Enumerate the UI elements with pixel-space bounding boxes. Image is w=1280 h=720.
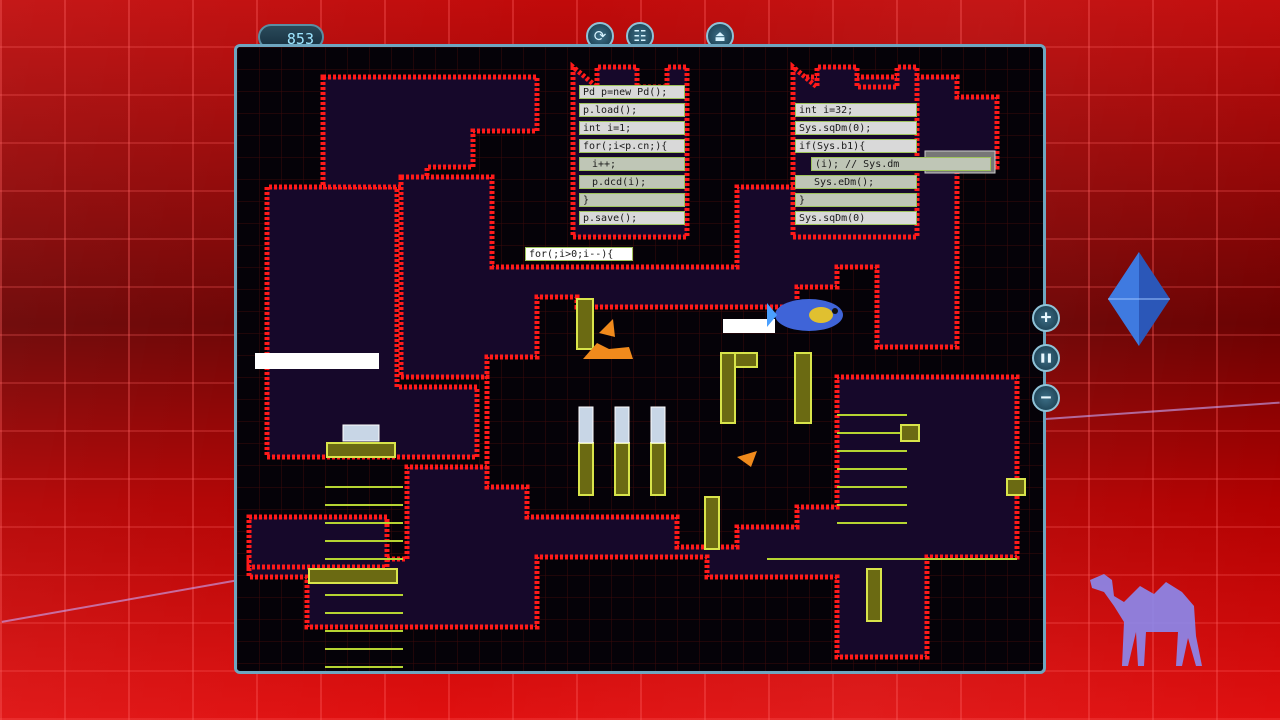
game-board[interactable]: Pd p=new Pd(); p.load(); int i=1; for(;i… (234, 44, 1046, 674)
code-line[interactable]: Sys.sqDm(0) (795, 211, 917, 225)
code-line[interactable]: Pd p=new Pd(); (579, 85, 685, 99)
code-line[interactable]: Sys.eDm(); (795, 175, 917, 189)
crystal-icon (1108, 252, 1170, 346)
code-line[interactable]: } (579, 193, 685, 207)
zoom-out-button[interactable]: − (1032, 384, 1060, 412)
platform (794, 352, 812, 424)
white-bar (255, 353, 379, 369)
white-bar (723, 319, 775, 333)
code-line[interactable]: Sys.sqDm(0); (795, 121, 917, 135)
menu-icon: ☷ (633, 27, 647, 45)
platform (720, 352, 736, 424)
platform (308, 568, 398, 584)
platform (900, 424, 920, 442)
code-line[interactable]: for(;i<p.cn;){ (579, 139, 685, 153)
ladder-left (325, 486, 403, 668)
platform (578, 442, 594, 496)
restart-icon: ⟳ (593, 27, 607, 45)
code-line[interactable]: (i); // Sys.dm (811, 157, 991, 171)
pause-icon: ❚❚ (1039, 351, 1053, 364)
camel-icon (1090, 574, 1202, 666)
code-line[interactable]: p.save(); (579, 211, 685, 225)
zoom-in-button[interactable]: + (1032, 304, 1060, 332)
platform (650, 442, 666, 496)
platform (704, 496, 720, 550)
code-line-loose[interactable]: for(;i>0;i--){ (525, 247, 633, 261)
pause-button[interactable]: ❚❚ (1032, 344, 1060, 372)
platform (614, 442, 630, 496)
zoom-in-icon: + (1040, 307, 1052, 328)
platform (326, 442, 396, 458)
glass-pillar (342, 424, 380, 442)
code-line[interactable]: p.load(); (579, 103, 685, 117)
code-line[interactable]: int i=32; (795, 103, 917, 117)
glass-pillar (578, 406, 594, 444)
code-line[interactable]: if(Sys.b1){ (795, 139, 917, 153)
glass-pillar (650, 406, 666, 444)
exit-icon: ⏏ (715, 27, 725, 45)
glass-pillar (614, 406, 630, 444)
code-line[interactable]: i++; (579, 157, 685, 171)
zoom-out-icon: − (1040, 387, 1052, 408)
code-line[interactable]: int i=1; (579, 121, 685, 135)
code-line[interactable]: p.dcd(i); (579, 175, 685, 189)
platform (576, 298, 594, 350)
ladder-right (767, 414, 1017, 560)
platform (1006, 478, 1026, 496)
fish-sprite (767, 299, 843, 331)
platform (866, 568, 882, 622)
cat-sprite (583, 319, 757, 467)
code-line[interactable]: } (795, 193, 917, 207)
